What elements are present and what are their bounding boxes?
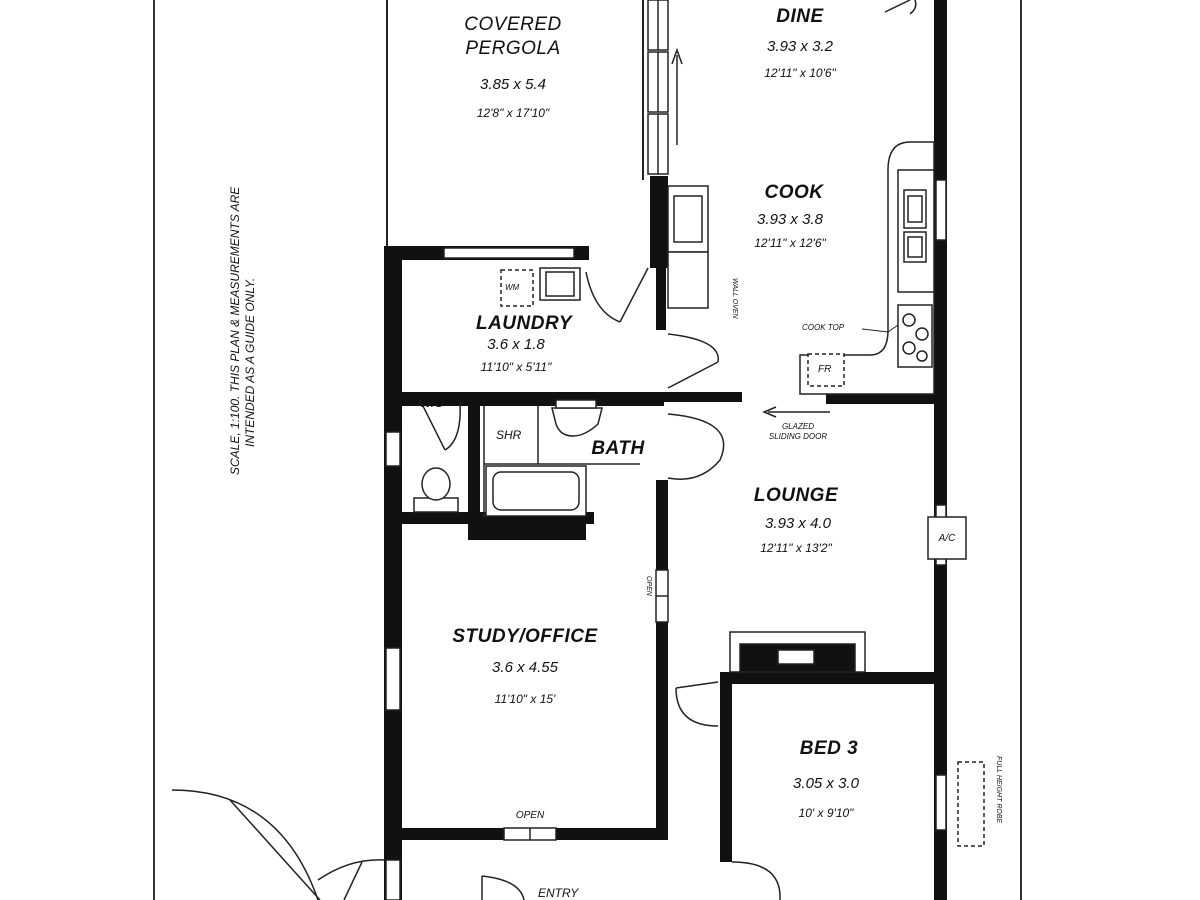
open-label-bottom: OPEN bbox=[515, 810, 545, 821]
kitchen-bench bbox=[799, 141, 935, 395]
scale-note: SCALE, 1:100. THIS PLAN & MEASUREMENTS A… bbox=[228, 187, 258, 475]
dine-imperial: 12'11" x 10'6" bbox=[764, 66, 836, 80]
laundry-metric: 3.6 x 1.8 bbox=[487, 336, 545, 353]
fireplace bbox=[729, 631, 866, 673]
door-swings bbox=[171, 267, 781, 900]
laundry-name: LAUNDRY bbox=[475, 313, 573, 334]
sliding-door-dine bbox=[647, 0, 669, 175]
lounge-metric: 3.93 x 4.0 bbox=[765, 515, 831, 532]
cook-metric: 3.93 x 3.8 bbox=[757, 211, 823, 228]
pergola-name-2: PERGOLA bbox=[465, 38, 561, 59]
glazed-label-1: GLAZED bbox=[781, 422, 815, 431]
pergola-imperial: 12'8" x 17'10" bbox=[476, 106, 550, 120]
study-name: STUDY/OFFICE bbox=[452, 626, 598, 647]
wall-oven bbox=[667, 185, 709, 309]
ac-unit bbox=[927, 516, 967, 560]
dine-metric: 3.93 x 3.2 bbox=[767, 38, 833, 55]
fr-label: FR bbox=[818, 364, 832, 375]
laundry-fixtures bbox=[500, 267, 581, 307]
cook-imperial: 12'11" x 12'6" bbox=[754, 236, 826, 250]
cook-top-label: COOK TOP bbox=[802, 323, 845, 332]
open-markers bbox=[503, 569, 669, 841]
scale-note-line-1: SCALE, 1:100. THIS PLAN & MEASUREMENTS A… bbox=[228, 186, 242, 475]
glazed-label-2: SLIDING DOOR bbox=[768, 432, 828, 441]
wc-label: W/C bbox=[420, 396, 444, 410]
entry-name: ENTRY bbox=[538, 886, 579, 900]
study-imperial: 11'10" x 15' bbox=[494, 692, 556, 706]
windows bbox=[385, 179, 947, 900]
interior-walls bbox=[384, 176, 947, 862]
bed3-metric: 3.05 x 3.0 bbox=[793, 775, 859, 792]
bath-name: BATH bbox=[591, 438, 645, 459]
ac-label: A/C bbox=[938, 533, 956, 544]
robe-label: FULL HEIGHT ROBE bbox=[995, 756, 1002, 824]
study-metric: 3.6 x 4.55 bbox=[492, 659, 558, 676]
bed3-imperial: 10' x 9'10" bbox=[798, 806, 854, 820]
robe bbox=[957, 761, 985, 847]
laundry-imperial: 11'10" x 5'11" bbox=[480, 360, 552, 374]
wm-label: WM bbox=[505, 283, 520, 292]
pergola-name-1: COVERED bbox=[464, 14, 562, 35]
bath-fixtures bbox=[483, 399, 640, 518]
dine-name: DINE bbox=[776, 6, 824, 27]
pantry-doors bbox=[884, 0, 917, 15]
toilet bbox=[413, 467, 459, 513]
cook-name: COOK bbox=[764, 182, 824, 203]
open-label-study: OPEN bbox=[645, 576, 652, 596]
bed3-name: BED 3 bbox=[799, 738, 859, 759]
pergola-metric: 3.85 x 5.4 bbox=[480, 76, 546, 93]
lounge-imperial: 12'11" x 13'2" bbox=[760, 541, 832, 555]
shr-label: SHR bbox=[496, 428, 522, 442]
wall-oven-label: WALL OVEN bbox=[731, 278, 738, 319]
scale-note-line-2: INTENDED AS A GUIDE ONLY. bbox=[243, 277, 257, 447]
lounge-name: LOUNGE bbox=[753, 485, 839, 506]
